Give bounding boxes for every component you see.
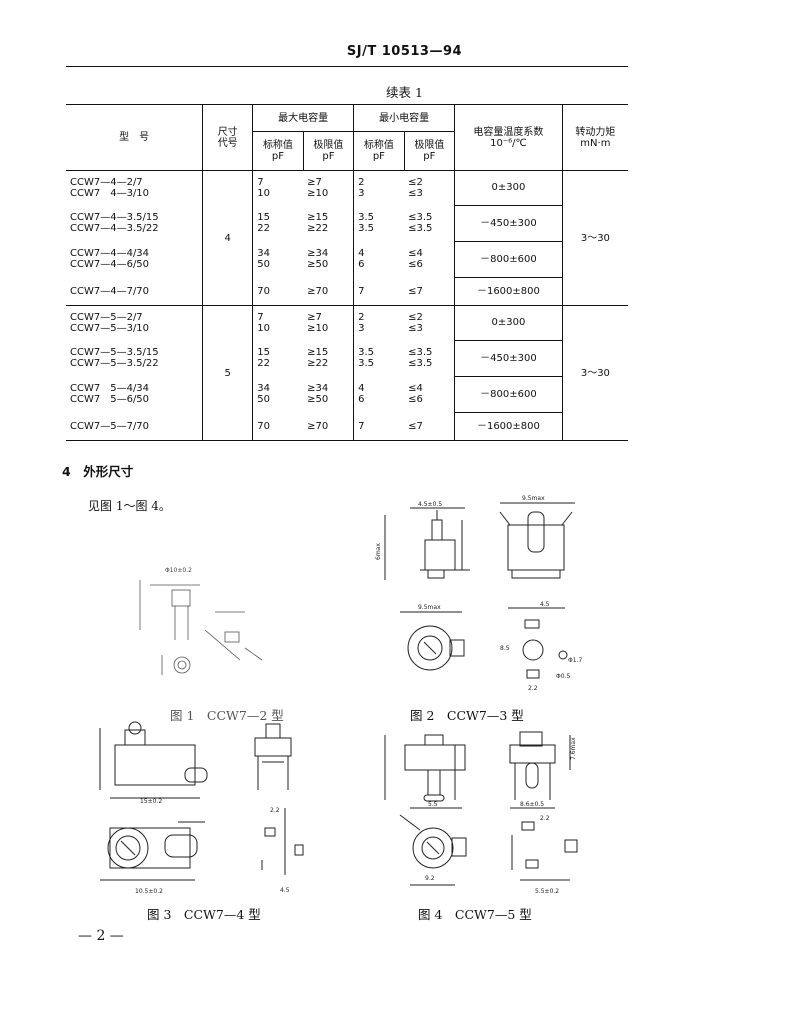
temp-coef-cell: －450±300 [454,340,563,377]
size-code-cell: 5 [202,305,253,441]
section-body: 见图 1～图 4。 [88,499,171,513]
svg-text:2.2: 2.2 [528,685,538,692]
svg-text:9.2: 9.2 [425,875,435,882]
svg-text:4.5: 4.5 [280,887,290,894]
figure-2-drawing: 4.5±0.5 6max 9.5max 9.5max 4.5 2.2 8.5 Φ… [375,495,582,692]
svg-text:10.5±0.2: 10.5±0.2 [135,888,163,895]
svg-text:9.5max: 9.5max [522,495,545,502]
svg-text:6max: 6max [375,543,382,560]
col-min-cap: 最小电容量 [353,104,455,132]
temp-coef-cell: －800±600 [454,241,563,278]
svg-text:5.5±0.2: 5.5±0.2 [535,888,559,895]
temp-coef-cell: －1600±800 [454,412,563,441]
svg-text:Φ0.5: Φ0.5 [556,673,570,680]
svg-text:Φ10±0.2: Φ10±0.2 [165,567,192,574]
torque-cell: 3～30 [561,170,628,306]
torque-cell: 3～30 [561,305,628,441]
temp-coef-cell: －1600±800 [454,277,563,306]
svg-text:7.6max: 7.6max [570,737,577,760]
svg-text:4.5: 4.5 [540,601,550,608]
temp-coef-cell: －450±300 [454,205,563,242]
document-header: SJ/T 10513—94 [346,44,463,59]
size-code-cell: 4 [202,170,253,306]
temp-coef-cell: －800±600 [454,376,563,413]
table-caption: 续表 1 [386,85,423,100]
figure-3-caption: 图 3 CCW7—4 型 [147,907,261,922]
figure-4-caption: 图 4 CCW7—5 型 [418,907,532,922]
svg-text:Φ1.7: Φ1.7 [568,657,582,664]
temp-coef-cell: 0±300 [454,305,563,341]
svg-text:8.5: 8.5 [500,645,510,652]
figure-4-drawing: 5.5 8.6±0.5 7.6max 9.2 5.5±0.2 2.2 [384,731,578,895]
svg-text:2.2: 2.2 [270,807,280,814]
table-row: CCW7—5—7/70 70 ≥70 7 ≤7 －1600±800 [66,412,628,441]
col-model: 型 号 [66,104,203,171]
svg-text:4.5±0.5: 4.5±0.5 [418,501,442,508]
svg-text:8.6±0.5: 8.6±0.5 [520,801,544,808]
svg-text:2.2: 2.2 [540,815,550,822]
table-row: CCW7—4—7/70 70 ≥70 7 ≤7 －1600±800 [66,277,628,306]
header-rule [66,66,628,67]
figure-3-drawing: 15±0.2 10.5±0.2 4.5 2.2 [99,721,304,895]
svg-text:15±0.2: 15±0.2 [140,798,162,805]
figure-1-caption: 图 1 CCW7—2 型 [170,708,284,723]
temp-coef-cell: 0±300 [454,170,563,206]
svg-text:5.5: 5.5 [428,801,438,808]
col-max-cap: 最大电容量 [252,104,354,132]
col-size-code: 尺寸代号 [202,104,253,171]
figure-1-drawing: Φ10±0.2 [139,567,263,675]
svg-text:9.5max: 9.5max [418,604,441,611]
page-number: — 2 — [78,928,124,944]
section-title: 4 外形尺寸 [62,464,134,479]
figure-2-caption: 图 2 CCW7—3 型 [410,708,524,723]
